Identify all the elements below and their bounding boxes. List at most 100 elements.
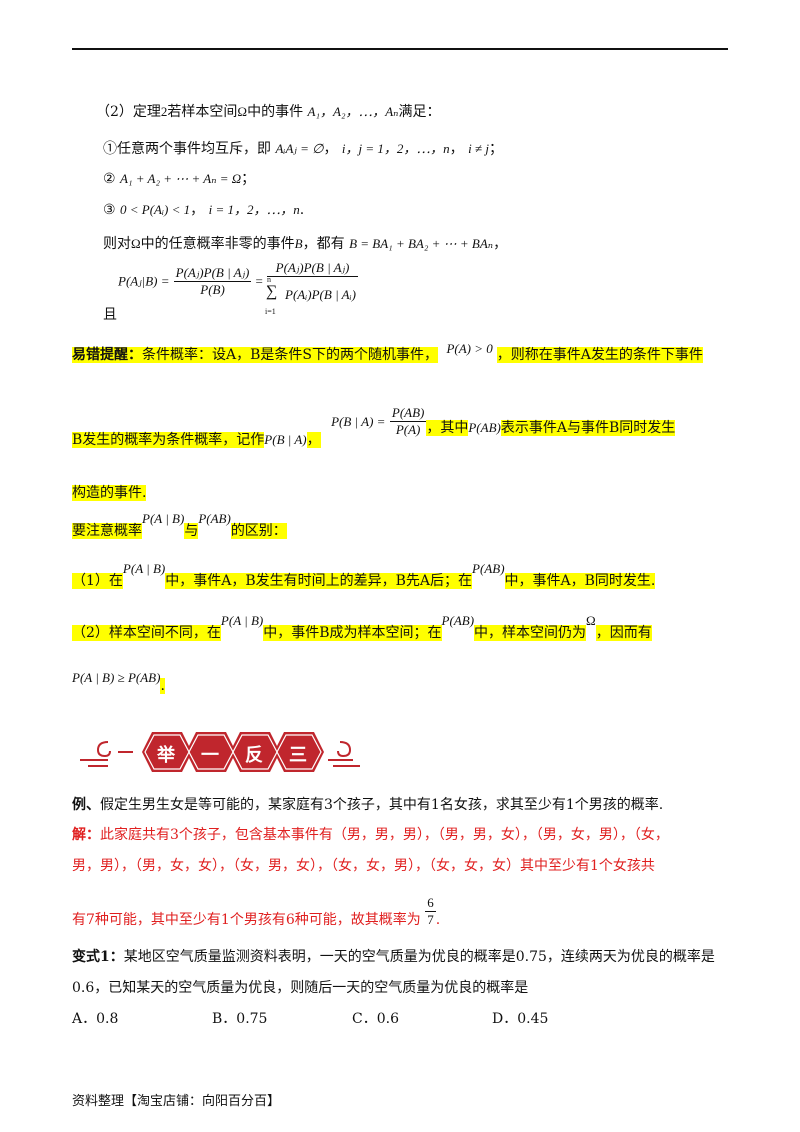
banner-char: 反 [245,745,263,766]
math-expression: B = BA₁ + BA₂ + ⋯ + BAₙ [349,236,494,251]
punctuation: . [160,678,165,694]
warning-text: 的区别： [230,523,287,539]
punctuation: . [435,911,441,928]
math-expression: AᵢAⱼ = ∅ [275,141,324,156]
fraction-numerator: P(Aⱼ)P(B | Aⱼ) [175,265,250,280]
math-events: A₁，A₂，⋯，Aₙ [307,104,399,119]
math-expression: P(A | B) [142,511,185,526]
formula-lhs: P(Aⱼ|B) = [118,273,170,289]
warning-line-1: 易错提醒：条件概率：设A，B是条件S下的两个随机事件， P(A) > 0，则称在… [72,341,703,364]
solution-line-2: 男，男），（男，女，女），（女，男，女），（女，女，男），（女，女，女）其中至少… [72,855,655,875]
header-rule [72,48,728,50]
theorem-conclusion: 则对Ω中的任意概率非零的事件B，都有 B = BA₁ + BA₂ + ⋯ + B… [103,233,507,253]
math-omega: Ω [131,236,141,251]
warning-label: 易错提醒： [72,347,142,363]
theorem-intro-text: 中的事件 [247,104,304,120]
punctuation: ； [488,141,503,157]
theorem-number: 2 [160,104,168,119]
theorem-intro-text: 若样本空间 [167,104,238,120]
condition-number: ② [103,171,116,187]
punctuation: ， [323,141,338,157]
warning-text: ，因而有 [595,625,652,641]
math-b: B [294,236,303,251]
conditional-prob-fraction: P(AB) P(A) [389,405,427,438]
variant-text: 某地区空气质量监测资料表明，一天的空气质量为优良的概率是0.75，连续两天为优良… [123,949,715,965]
math-expression: P(B | A) [264,431,307,447]
math-expression: P(A | B) [220,613,264,628]
punctuation: ， [306,431,321,448]
option-d: D．0.45 [492,1011,549,1027]
sum-term: P(Aᵢ)P(B | Aᵢ) [285,287,356,302]
section-banner: 举 一 反 三 [78,720,368,784]
math-expression: i，j = 1，2，⋯，n [341,141,450,156]
math-omega: Ω [237,104,248,119]
conclusion-text: 则对 [103,236,131,252]
option-b: B．0.75 [212,1011,268,1027]
solution-label: 解： [72,827,100,843]
condition-2: ② A₁ + A₂ + ⋯ + Aₙ = Ω； [103,168,255,188]
solution-text: 此家庭共有3个孩子，包含基本事件有（男，男，男），（男，男，女），（男，女，男）… [100,827,669,843]
sum-upper: n [267,275,272,284]
warning-line-6: （2）样本空间不同，在P(A | B)中，事件B成为样本空间；在P(AB)中，样… [72,610,652,641]
punctuation: ； [241,171,256,187]
math-expression: P(A | B) ≥ P(AB) [72,670,161,685]
punctuation: ， [449,141,464,157]
conclusion-text: 中的任意概率非零的事件 [140,236,295,252]
fraction-numerator: 6 [427,895,434,910]
warning-text: 中，样本空间仍为 [474,625,587,641]
solution-line-1: 解：此家庭共有3个孩子，包含基本事件有（男，男，男），（男，男，女），（男，女，… [72,824,669,844]
formula-fraction-1: P(Aⱼ)P(B | Aⱼ) P(B) [173,265,252,298]
formula-fraction-2: P(Aⱼ)P(B | Aⱼ) n ∑ i=1 P(Aᵢ)P(B | Aᵢ) [265,260,358,316]
warning-text: 中，事件A，B同时发生. [504,573,656,589]
variant-question-line-1: 变式1：某地区空气质量监测资料表明，一天的空气质量为优良的概率是0.75，连续两… [72,946,715,966]
banner-char: 三 [289,745,307,766]
sum-lower: i=1 [265,307,276,316]
warning-text: 表示事件A与事件B同时发生 [500,419,676,436]
warning-text: 要注意概率 [72,523,142,539]
math-expression: 0 < P(Aᵢ) < 1 [120,202,191,217]
math-expression: P(B | A) = [331,413,386,429]
warning-line-4: 要注意概率P(A | B)与P(AB)的区别： [72,508,287,539]
warning-text: （2）样本空间不同，在 [72,625,221,641]
math-expression: P(AB) [472,561,505,576]
warning-text: 构造的事件. [72,485,147,501]
theorem-intro-text: 满足： [398,104,441,120]
theorem-intro: （2）定理2若样本空间Ω中的事件 A₁，A₂，⋯，Aₙ满足： [96,101,440,121]
fraction-denominator: P(A) [389,421,427,438]
footer-source: 资料整理【淘宝店铺：向阳百分百】 [72,1094,281,1109]
solution-line-3: 有7种可能，其中至少有1个男孩有6种可能，故其概率为 6 7 . [72,895,440,928]
warning-line-5: （1）在P(A | B)中，事件A，B发生有时间上的差异，B先A后；在P(AB)… [72,558,656,589]
answer-fraction: 6 7 [425,895,436,928]
math-expression: P(AB) [468,419,501,435]
variant-label: 变式1： [72,949,124,965]
banner-char: 举 [157,745,175,766]
warning-text: 条件概率：设A，B是条件S下的两个随机事件， [142,347,438,363]
conclusion-text: ，都有 [302,236,345,252]
warning-text: （1）在 [72,573,123,589]
option-a: A．0.8 [72,1011,119,1027]
condition-3: ③ 0 < P(Aᵢ) < 1， i = 1，2，⋯，n. [103,199,304,219]
warning-text: 中，事件A，B发生有时间上的差异，B先A后；在 [165,573,473,589]
math-omega: Ω [586,613,596,628]
fraction-numerator: P(Aⱼ)P(B | Aⱼ) [275,260,350,275]
equals-sign: = [255,273,263,289]
condition-1: ①任意两个事件均互斥，即 AᵢAⱼ = ∅， i，j = 1，2，⋯，n， i … [103,138,503,158]
punctuation: ， [190,202,205,218]
warning-line-2: B发生的概率为条件概率，记作P(B | A)， P(B | A) = P(AB)… [72,405,676,448]
banner-char: 一 [201,745,219,766]
variant-question-line-2: 0.6，已知某天的空气质量为优良，则随后一天的空气质量为优良的概率是 [72,977,528,997]
math-expression: P(AB) [198,511,231,526]
warning-text: B发生的概率为条件概率，记作 [72,431,265,448]
condition-text: ①任意两个事件均互斥，即 [103,141,271,157]
warning-text: ，则称在事件A发生的条件下事件 [496,347,703,363]
fraction-denominator: 7 [425,911,436,927]
math-expression: i = 1，2，⋯，n [208,202,300,217]
warning-line-3: 构造的事件. [72,482,147,502]
math-expression: P(A | B) [122,561,166,576]
and-text: 且 [103,307,117,323]
sum-symbol: ∑ [266,283,278,300]
punctuation: . [299,202,305,218]
example-text: 假定生男生女是等可能的，某家庭有3个孩子，其中有1名女孩，求其至少有1个男孩的概… [100,797,664,813]
example-question: 例、假定生男生女是等可能的，某家庭有3个孩子，其中有1名女孩，求其至少有1个男孩… [72,794,663,814]
example-label: 例、 [72,797,100,813]
